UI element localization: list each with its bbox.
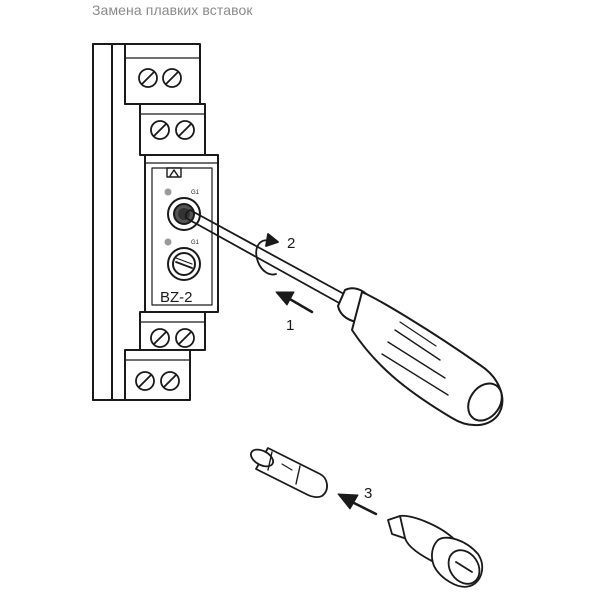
screw-icon (135, 371, 155, 391)
step-label-3: 3 (364, 485, 372, 502)
indicator-led-bottom (164, 238, 172, 246)
device-model-label: BZ-2 (160, 289, 193, 306)
screw-icon (150, 120, 170, 140)
brand-logo (166, 167, 182, 178)
push-arrow-icon (275, 291, 314, 314)
top-terminal-block-upper (124, 43, 201, 105)
insert-arrow-icon (337, 493, 378, 516)
screw-icon (150, 328, 170, 348)
fuse-holder-bottom (167, 247, 201, 281)
bottom-terminal-block-lower (124, 349, 191, 401)
fuse-holder-cap-icon (387, 514, 484, 588)
top-terminal-block-lower (139, 103, 206, 156)
screw-icon (138, 68, 158, 88)
screwdriver-handle (351, 291, 504, 427)
indicator-led-top (164, 188, 172, 196)
screwdriver-icon (184, 209, 504, 427)
rotate-arrow-icon (255, 233, 279, 276)
screw-icon (160, 371, 180, 391)
bottom-terminal-block-upper (139, 311, 206, 351)
device-side-panel (92, 43, 113, 401)
device-front-panel (144, 154, 219, 313)
step-label-1: 1 (286, 317, 294, 334)
page-title: Замена плавких вставок (92, 2, 253, 18)
screwdriver-shaft (185, 209, 356, 310)
screw-icon (175, 328, 195, 348)
fuse-holder-top (167, 197, 201, 231)
screw-icon (162, 68, 182, 88)
step-label-2: 2 (287, 235, 295, 252)
fuse-cartridge-icon (250, 447, 328, 498)
screw-icon (175, 120, 195, 140)
fuse-label-top: G1 (191, 190, 200, 196)
fuse-label-bottom: G1 (191, 240, 200, 246)
terminal-screws (135, 68, 195, 391)
